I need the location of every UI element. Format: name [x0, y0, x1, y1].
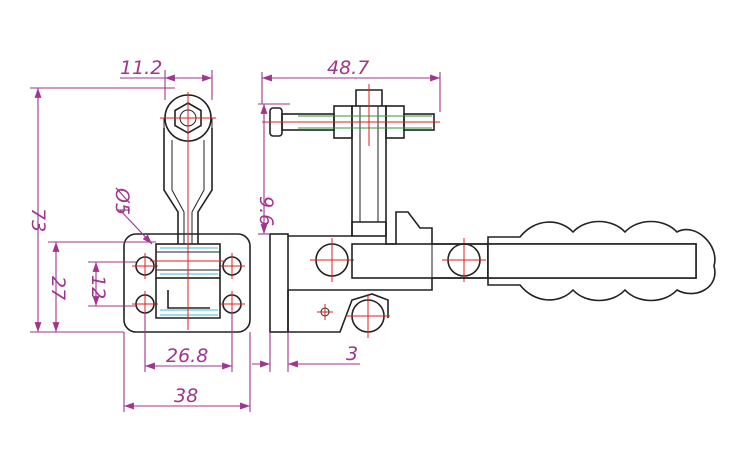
dim-top-width: 11.2: [120, 57, 162, 79]
front-view: [123, 92, 251, 333]
dim-base-thickness: 3: [346, 343, 358, 365]
dim-spindle-offset: 9.6: [255, 196, 277, 226]
dim-spindle-length: 48.7: [327, 57, 369, 79]
spindle-bolt: [262, 84, 440, 146]
dim-vertical-27: 27: [47, 276, 69, 300]
dim-hole-spacing-h: 26.8: [166, 345, 208, 367]
base-plate: [123, 233, 251, 333]
side-view: [262, 84, 716, 338]
dim-base-width: 38: [174, 385, 198, 407]
dim-vertical-12: 12: [87, 275, 109, 299]
dim-overall-height: 73: [27, 208, 49, 232]
dim-hole-diameter: Ø5: [111, 187, 133, 215]
dimension-lines: [30, 70, 441, 412]
pivot-centerlines: [310, 238, 486, 338]
clamp-arm: [163, 128, 213, 244]
handle-grip: [487, 220, 716, 302]
base-flange: [269, 233, 289, 333]
